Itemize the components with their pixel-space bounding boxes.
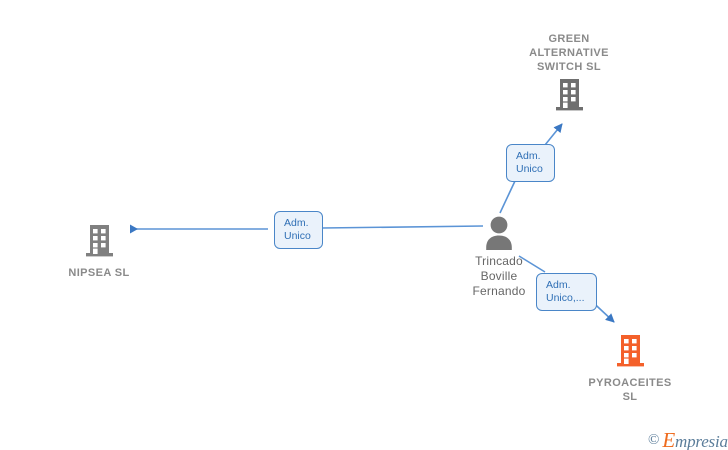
person-icon: [482, 214, 516, 250]
node-trincado-boville-fernando[interactable]: Trincado Boville Fernando: [444, 214, 554, 299]
node-label-green-alternative-switch: GREEN ALTERNATIVE SWITCH SL: [529, 33, 609, 73]
empresia-logo-text: Empresia: [662, 428, 728, 450]
node-label-nipsea: NIPSEA SL: [68, 267, 130, 279]
edge-label-adm-unico-green-alternative[interactable]: Adm. Unico: [506, 144, 555, 182]
building-icon: [549, 74, 589, 114]
brand-initial: E: [662, 428, 676, 450]
edge-label-adm-unico-pyroaceites[interactable]: Adm. Unico,...: [536, 273, 597, 311]
building-icon: [79, 220, 119, 260]
node-green-alternative-switch[interactable]: GREEN ALTERNATIVE SWITCH SL: [489, 32, 649, 114]
node-label-pyroaceites: PYROACEITES SL: [588, 377, 672, 403]
building-icon: [610, 330, 650, 370]
node-label-trincado-boville-fernando: Trincado Boville Fernando: [472, 254, 526, 298]
copyright-icon: ©: [648, 432, 660, 448]
empresia-watermark: © Empresia: [648, 428, 728, 450]
edge-label-adm-unico-nipsea[interactable]: Adm. Unico: [274, 211, 323, 249]
brand-rest: mpresia: [675, 432, 728, 450]
node-pyroaceites[interactable]: PYROACEITES SL: [570, 330, 690, 404]
node-nipsea[interactable]: NIPSEA SL: [39, 220, 159, 280]
